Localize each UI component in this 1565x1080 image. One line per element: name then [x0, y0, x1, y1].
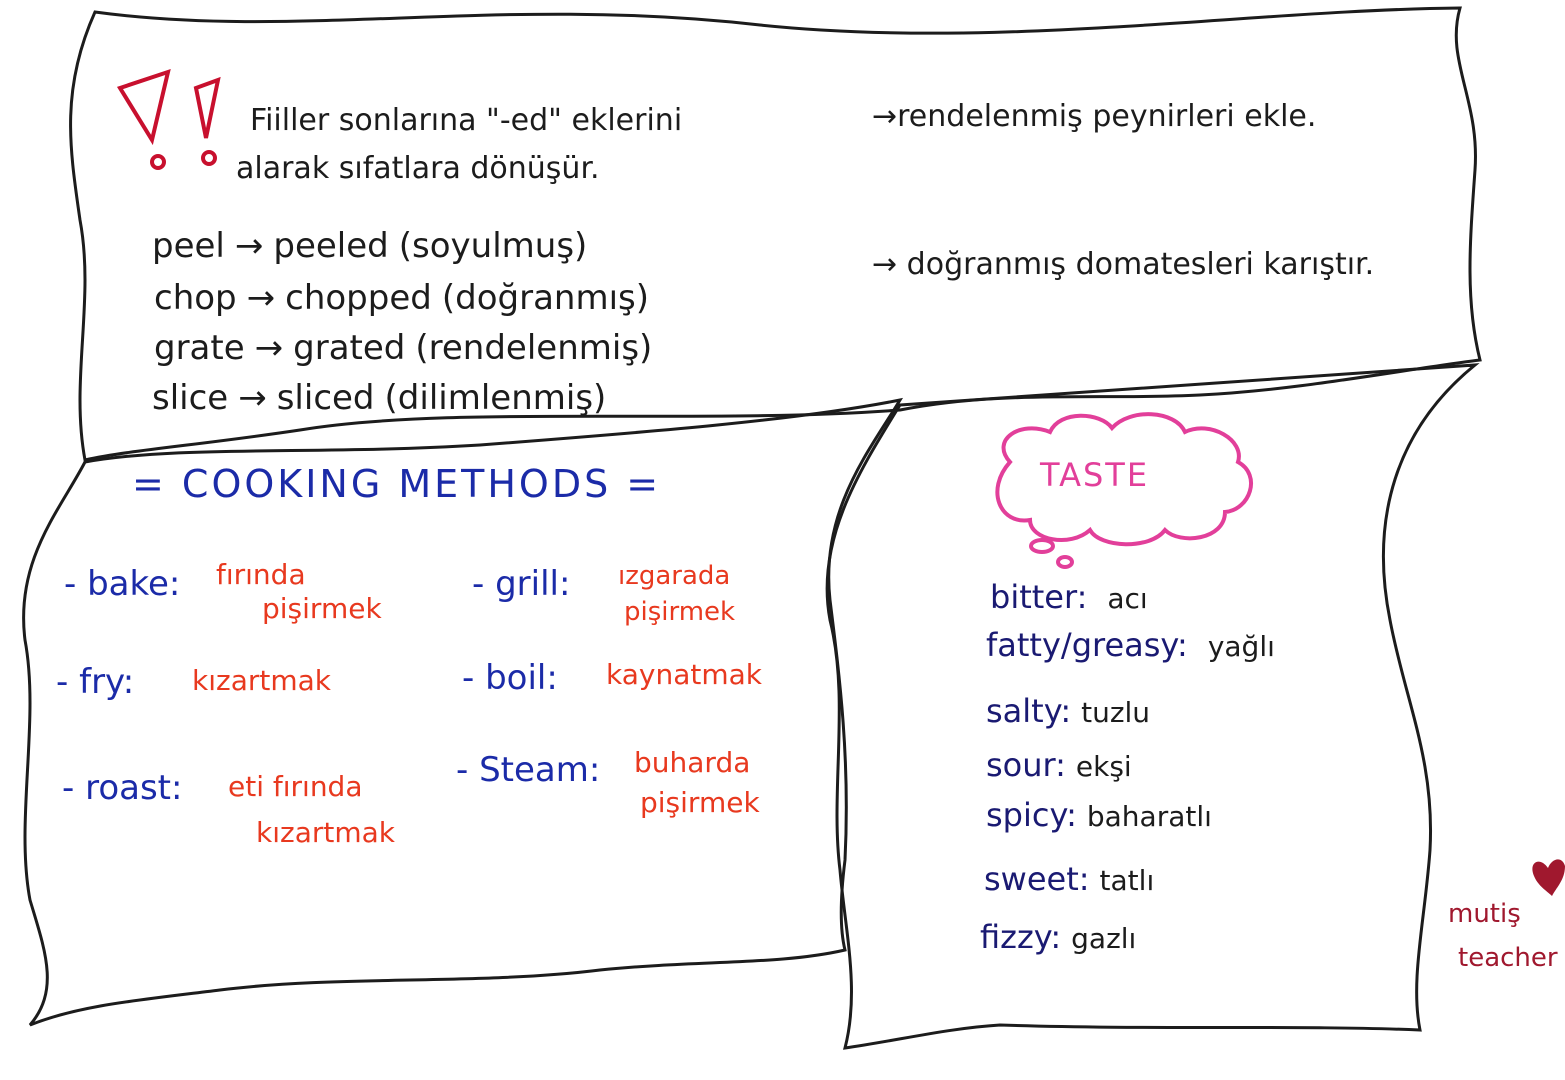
taste-term: fizzy: [980, 918, 1051, 956]
arrow-icon: →: [246, 278, 276, 318]
cooking-term: - fry:: [56, 662, 135, 702]
taste-meaning: acı: [1107, 582, 1148, 615]
taste-item: bitter:acı: [990, 578, 1148, 616]
taste-meaning: gazlı: [1071, 922, 1137, 955]
adjective: grated: [293, 328, 406, 368]
cooking-meaning-line1: eti fırında: [228, 770, 363, 803]
taste-term: bitter: [990, 578, 1077, 616]
cooking-methods-title: = COOKING METHODS =: [132, 462, 662, 506]
cooking-term: - roast:: [62, 768, 183, 808]
taste-term: sour: [986, 746, 1056, 784]
thought-cloud-icon: [995, 412, 1253, 569]
cooking-term: - grill:: [472, 564, 571, 604]
example-sentence-grated: →rendelenmiş peynirleri ekle.: [872, 99, 1317, 134]
arrow-icon: →: [254, 328, 284, 368]
taste-term: salty: [986, 692, 1061, 730]
verb: slice: [152, 378, 229, 418]
signature-line1: mutiş: [1448, 899, 1521, 929]
adjective: chopped: [285, 278, 432, 318]
cooking-methods-frame: [22, 397, 904, 1027]
verb: chop: [154, 278, 237, 318]
translation: (doğranmış): [441, 278, 649, 318]
translation: (rendelenmiş): [415, 328, 653, 368]
cooking-meaning-line1: buharda: [634, 746, 751, 779]
taste-item: sweet:tatlı: [984, 860, 1155, 898]
taste-meaning: ekşi: [1075, 750, 1132, 783]
cooking-term: - bake:: [64, 564, 181, 604]
warning-exclamation-icon: [116, 68, 221, 170]
taste-meaning: yağlı: [1207, 630, 1275, 663]
cooking-meaning-line1: kaynatmak: [606, 658, 762, 691]
signature-line2: teacher: [1458, 943, 1558, 973]
verb: peel: [152, 226, 225, 266]
translation: (dilimlenmiş): [384, 378, 607, 418]
cooking-meaning-line1: ızgarada: [618, 561, 731, 591]
grammar-rule-line2: alarak sıfatlara dönüşür.: [236, 151, 600, 186]
taste-frame: [825, 363, 1480, 1050]
taste-term: sweet: [984, 860, 1079, 898]
taste-meaning: tatlı: [1099, 864, 1155, 897]
example-sentence-chopped: → doğranmış domatesleri karıştır.: [872, 247, 1375, 282]
arrow-icon: →: [234, 226, 264, 266]
taste-title: TASTE: [1040, 456, 1150, 494]
cooking-meaning-line1: kızartmak: [192, 664, 331, 697]
verb-row: peel→peeled(soyulmuş): [152, 226, 588, 266]
taste-item: salty:tuzlu: [986, 692, 1151, 730]
verb-row: slice→sliced(dilimlenmiş): [152, 378, 607, 418]
taste-term: fatty/greasy: [986, 626, 1178, 664]
translation: (soyulmuş): [398, 226, 588, 266]
adjective: peeled: [273, 226, 389, 266]
taste-item: spicy:baharatlı: [986, 796, 1212, 834]
verb-row: grate→grated(rendelenmiş): [154, 328, 653, 368]
cooking-meaning-line2: pişirmek: [624, 597, 736, 627]
verb: grate: [154, 328, 245, 368]
cooking-term: - boil:: [462, 658, 558, 698]
arrow-icon: →: [238, 378, 267, 418]
taste-item: fizzy:gazlı: [980, 918, 1137, 956]
taste-item: sour:ekşi: [986, 746, 1132, 784]
taste-meaning: baharatlı: [1086, 800, 1212, 833]
taste-item: fatty/greasy:yağlı: [986, 626, 1275, 664]
adjective: sliced: [276, 378, 375, 418]
taste-meaning: tuzlu: [1081, 696, 1151, 729]
cooking-meaning-line2: pişirmek: [262, 592, 382, 625]
grammar-note-frame: [69, 6, 1482, 462]
cooking-meaning-line2: kızartmak: [256, 816, 395, 849]
verb-row: chop→chopped(doğranmış): [154, 278, 649, 318]
cooking-meaning-line2: pişirmek: [640, 786, 760, 819]
cooking-meaning-line1: fırında: [216, 558, 306, 591]
grammar-rule-line1: Fiiller sonlarına "-ed" eklerini: [250, 103, 683, 138]
cooking-term: - Steam:: [456, 750, 601, 790]
taste-term: spicy: [986, 796, 1067, 834]
heart-icon: [1532, 859, 1565, 896]
